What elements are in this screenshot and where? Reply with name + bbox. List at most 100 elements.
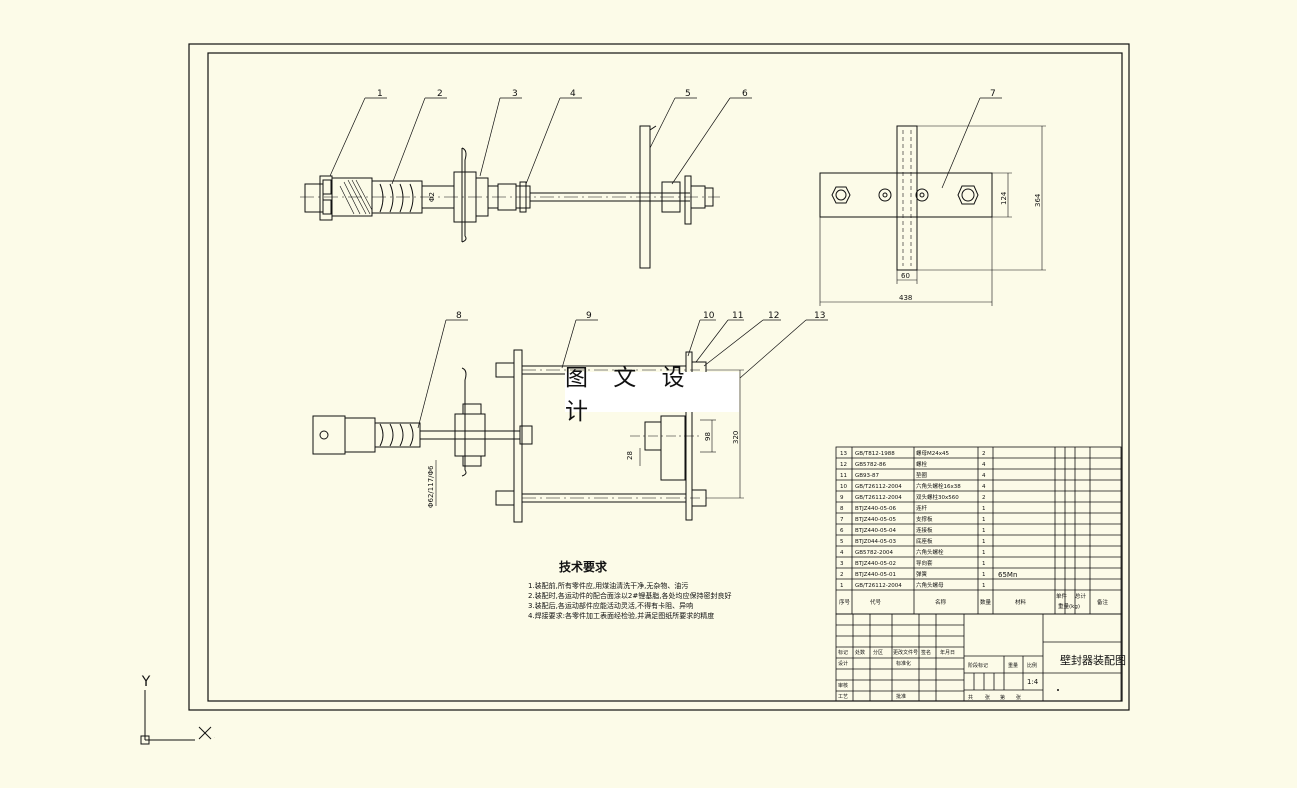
balloon-5: 5 (685, 89, 691, 99)
parts-qty: 4 (982, 484, 986, 490)
tb-label: 标记 (838, 649, 848, 656)
balloon-2: 2 (437, 89, 443, 99)
ucs-icon (140, 690, 212, 745)
parts-list-grid (835, 446, 1122, 615)
balloon-12: 12 (768, 311, 779, 321)
parts-code: GB5782-86 (855, 462, 887, 468)
tech-line-1: 1.装配前,所有零件应,用煤油清洗干净,无杂物、油污 (528, 582, 689, 590)
dim-plate-height: 124 (1000, 191, 1008, 205)
tb-label: 处数 (855, 649, 865, 656)
parts-qty: 1 (982, 572, 986, 578)
inner-border (207, 52, 1123, 702)
balloon-1: 1 (377, 89, 383, 99)
header-unit: 单件 (1056, 592, 1068, 600)
parts-code: BTJZ440-05-05 (855, 517, 896, 523)
drawing-scale: 1:4 (1027, 678, 1039, 686)
parts-name: 双头螺柱30x560 (916, 493, 959, 501)
header-no: 序号 (839, 598, 851, 606)
parts-no: 6 (840, 528, 844, 534)
parts-qty: 1 (982, 517, 986, 523)
parts-name: 连杆 (916, 504, 928, 512)
tb-label: 分区 (873, 649, 883, 656)
tech-title: 技术要求 (558, 560, 607, 574)
balloon-3: 3 (512, 89, 518, 99)
watermark: 图 文 设 计 (565, 365, 739, 425)
parts-qty: 1 (982, 583, 986, 589)
parts-no: 9 (840, 495, 844, 501)
tb-label: 第 (1000, 694, 1005, 701)
parts-no: 5 (840, 539, 844, 545)
parts-no: 4 (840, 550, 844, 556)
parts-name: 垫圈 (916, 471, 928, 479)
parts-no: 11 (840, 473, 847, 479)
parts-qty: 4 (982, 462, 986, 468)
parts-no: 3 (840, 561, 844, 567)
dim-lower-d1: 98 (704, 432, 712, 441)
parts-name: 六角头螺栓 (916, 548, 944, 556)
parts-qty: 1 (982, 539, 986, 545)
header-qty: 数量 (980, 598, 992, 606)
drawing-title: 壁封器装配图 (1060, 653, 1126, 667)
parts-code: BTJZ440-05-02 (855, 561, 896, 567)
leader-lines (329, 97, 1002, 429)
parts-code: GB93-87 (855, 473, 880, 479)
parts-no: 12 (840, 462, 847, 468)
tech-line-3: 3.装配后,各运动部件应能活动灵活,不得有卡阻、异响 (528, 602, 694, 610)
parts-qty: 1 (982, 561, 986, 567)
tb-label: 阶段标记 (968, 662, 988, 669)
view-top-assembly (300, 125, 720, 269)
balloon-10: 10 (703, 311, 715, 321)
parts-name: 导向套 (916, 559, 933, 567)
parts-code: BTJZ440-05-04 (855, 528, 896, 534)
parts-name: 弹簧 (916, 570, 928, 578)
parts-no: 13 (840, 451, 847, 457)
tb-label: 比例 (1027, 662, 1037, 669)
tech-line-4: 4.焊接要求:各零件加工表面经检验,并满足图纸所要求的精度 (528, 612, 715, 620)
parts-code: GB/T26112-2004 (855, 583, 902, 589)
header-total: 总计 (1075, 592, 1087, 600)
parts-qty: 1 (982, 506, 986, 512)
tb-label: 年月日 (940, 649, 955, 656)
parts-code: BTJZ440-05-01 (855, 572, 896, 578)
parts-name: 螺母M24x45 (916, 449, 949, 457)
title-block-grid (835, 613, 1122, 702)
balloon-6: 6 (742, 89, 748, 99)
header-weight: 重量(kg) (1058, 602, 1080, 610)
ucs-y-label: Y (141, 674, 151, 690)
technical-requirements: 技术要求 1.装配前,所有零件应,用煤油清洗干净,无杂物、油污 2.装配时,各运… (528, 558, 788, 621)
outer-border (188, 43, 1130, 711)
parts-no: 2 (840, 572, 844, 578)
parts-name: 螺栓 (916, 460, 928, 468)
parts-no: 1 (840, 583, 844, 589)
header-material: 材料 (1015, 598, 1027, 606)
parts-qty: 4 (982, 473, 986, 479)
parts-qty: 1 (982, 528, 986, 534)
parts-name: 支撑板 (916, 515, 933, 523)
parts-code: GB/T812-1988 (855, 451, 895, 457)
parts-qty: 2 (982, 451, 986, 457)
tb-label: 更改文件号 (893, 649, 918, 656)
header-remark: 备注 (1097, 598, 1109, 606)
parts-material: 65Mn (998, 571, 1017, 579)
parts-code: GB5782-2004 (855, 550, 894, 556)
parts-name: 底座板 (916, 537, 933, 545)
dim-bolt-circle: Φ62/117/Φ6 (427, 465, 435, 508)
parts-code: GB/T26112-2004 (855, 495, 902, 501)
dim-top-dia: Φ2 (428, 192, 436, 202)
tb-label: 批准 (896, 693, 906, 700)
tb-label: 设计 (838, 660, 848, 667)
balloon-13: 13 (814, 311, 825, 321)
balloon-9: 9 (586, 311, 592, 321)
balloon-7: 7 (990, 89, 996, 99)
dim-lower-span: 320 (732, 431, 740, 444)
parts-qty: 1 (982, 550, 986, 556)
balloon-4: 4 (570, 89, 576, 99)
parts-qty: 2 (982, 495, 986, 501)
tb-label: 共 (968, 694, 973, 701)
parts-name: 连接板 (916, 526, 933, 534)
parts-code: BTJZ440-05-06 (855, 506, 896, 512)
tb-label: 工艺 (838, 694, 848, 700)
balloon-11: 11 (732, 311, 743, 321)
tb-label: 签名 (921, 649, 931, 656)
